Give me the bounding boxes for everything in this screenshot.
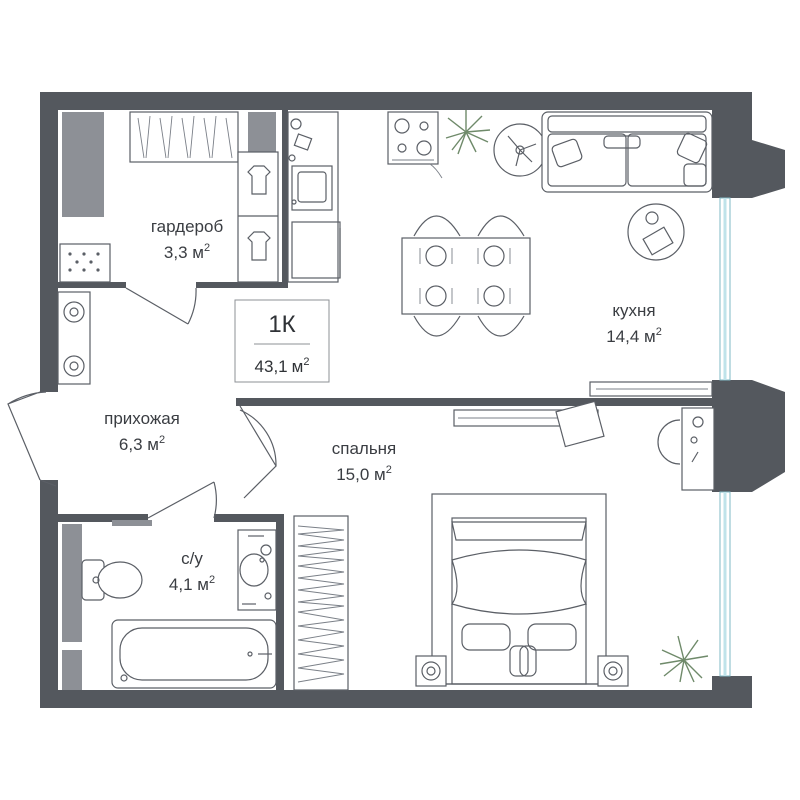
room-area-kitchen: 14,4 м	[606, 327, 656, 346]
windows	[719, 197, 731, 677]
dining-table-icon	[401, 215, 531, 337]
bathroom-door	[147, 481, 217, 519]
svg-text:6,3 м2: 6,3 м2	[119, 434, 165, 454]
room-name-bathroom: с/у	[181, 549, 203, 568]
bedroom-door	[239, 405, 277, 499]
sofa-icon	[541, 111, 713, 193]
stove-icon	[59, 243, 111, 283]
wardrobe-room	[59, 111, 279, 325]
svg-text:14,4 м2: 14,4 м2	[606, 326, 662, 346]
room-name-bedroom: спальня	[332, 439, 397, 458]
bathtub-icon	[111, 619, 277, 689]
toilet-icon	[81, 559, 143, 601]
apartment-type: 1К	[268, 311, 295, 338]
bed-icon	[431, 493, 607, 685]
room-name-kitchen: кухня	[612, 301, 655, 320]
svg-text:43,1м2: 43,1м2	[255, 356, 310, 376]
svg-text:3,3 м2: 3,3 м2	[164, 242, 210, 262]
room-area-bedroom: 15,0 м	[336, 465, 386, 484]
entry-door	[7, 391, 57, 487]
washing-machine-icon	[57, 291, 91, 385]
stove-icon	[387, 111, 443, 179]
walls	[40, 92, 785, 708]
sink-icon	[291, 165, 333, 211]
svg-text:15,0 м2: 15,0 м2	[336, 464, 392, 484]
room-labels: гардероб 3,3 м2 кухня 14,4 м2 прихожая 6…	[104, 217, 662, 594]
apartment-area: 43,1	[255, 357, 288, 376]
kitchen-room	[287, 110, 713, 397]
room-area-wardrobe: 3,3 м	[164, 243, 204, 262]
plant-icon	[659, 635, 709, 683]
room-name-hallway: прихожая	[104, 409, 180, 428]
bathroom-room	[62, 520, 277, 690]
svg-text:4,1 м2: 4,1 м2	[169, 574, 215, 594]
room-area-hallway: 6,3 м	[119, 435, 159, 454]
bedroom-room	[293, 400, 715, 691]
plant-icon	[445, 110, 491, 155]
room-area-bathroom: 4,1 м	[169, 575, 209, 594]
sink-icon	[237, 529, 277, 611]
room-name-wardrobe: гардероб	[151, 217, 224, 236]
